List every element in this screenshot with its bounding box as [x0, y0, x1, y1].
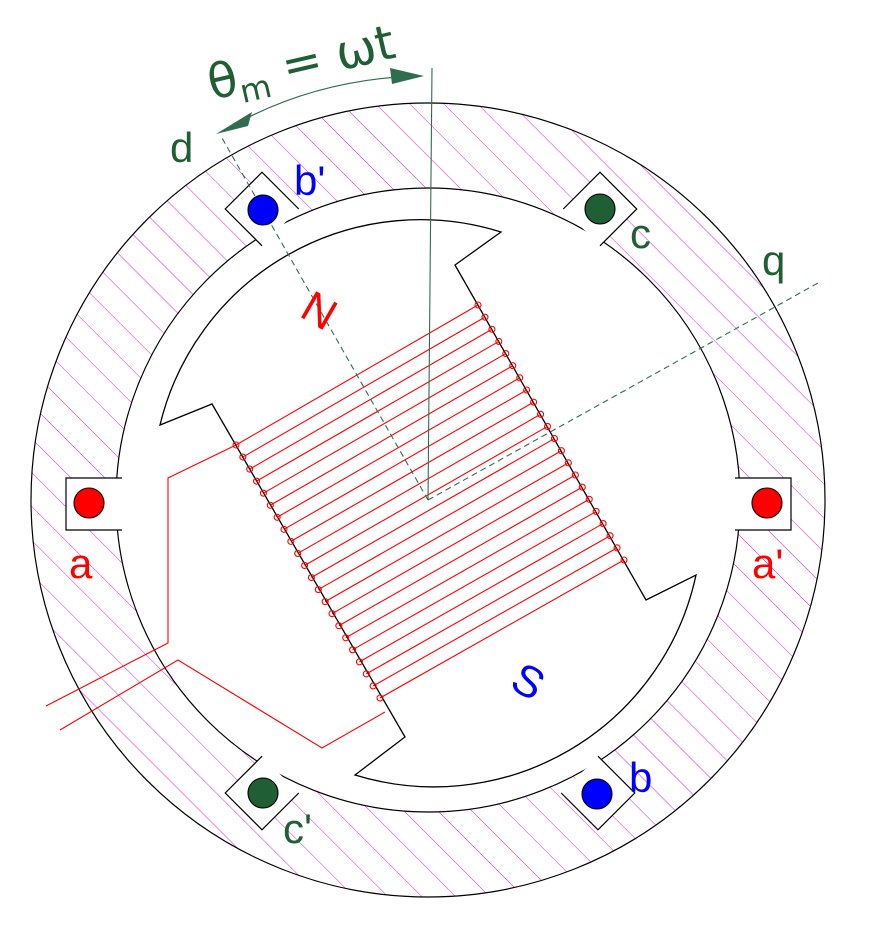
- winding-turn: [263, 353, 507, 494]
- conductor-b: [581, 778, 613, 810]
- winding-turn: [283, 389, 527, 530]
- winding-end-right: [509, 362, 517, 370]
- winding-turn: [242, 316, 486, 458]
- winding-end-right: [474, 301, 482, 309]
- winding-end-right: [606, 532, 614, 540]
- winding-turn: [311, 438, 555, 579]
- winding-end-right: [599, 520, 607, 528]
- winding-turn: [372, 547, 618, 687]
- winding-end-right: [481, 313, 489, 321]
- winding-end-right: [488, 325, 496, 333]
- winding-end-right: [571, 471, 579, 479]
- q-axis-line: [427, 282, 819, 501]
- winding-end-right: [564, 459, 572, 467]
- winding-end-left: [376, 694, 384, 702]
- winding-end-right: [495, 337, 503, 345]
- winding-turn: [359, 523, 604, 663]
- winding-end-left: [239, 453, 247, 461]
- winding-turn: [331, 474, 576, 615]
- winding-end-right: [543, 422, 552, 430]
- winding-end-left: [287, 537, 295, 545]
- winding-end-left: [342, 634, 350, 642]
- label-a: a: [69, 540, 93, 587]
- winding-end-left: [362, 670, 370, 678]
- axes: [221, 67, 819, 501]
- winding-turn: [318, 450, 562, 591]
- winding-end-right: [550, 435, 559, 443]
- winding-turn: [338, 486, 583, 627]
- conductor-c: [584, 193, 616, 225]
- winding-turn: [379, 559, 625, 699]
- arrowhead-right: [390, 68, 424, 84]
- winding-end-right: [592, 507, 600, 515]
- field-leads: [45, 444, 386, 749]
- winding-end-right: [523, 386, 531, 394]
- rotor-body: [159, 219, 697, 788]
- winding-end-left: [335, 622, 343, 630]
- winding-end-right: [537, 410, 545, 418]
- winding-end-right: [530, 398, 538, 406]
- label-b-prime: b': [294, 157, 325, 204]
- winding-end-right: [557, 447, 565, 455]
- winding-end-left: [259, 489, 267, 497]
- field-winding: [232, 301, 628, 702]
- winding-end-left: [253, 477, 261, 485]
- winding-end-left: [301, 561, 309, 570]
- conductors: [73, 193, 783, 810]
- winding-end-right: [578, 483, 586, 491]
- q-axis-label: q: [762, 237, 785, 284]
- winding-end-left: [321, 598, 329, 606]
- conductor-a: [73, 487, 105, 519]
- winding-turn: [297, 413, 541, 554]
- winding-end-left: [307, 573, 315, 582]
- winding-end-left: [232, 441, 240, 449]
- d-axis-label: d: [170, 124, 193, 171]
- conductor-c-prime: [247, 777, 279, 809]
- winding-end-left: [369, 682, 377, 690]
- winding-end-left: [349, 646, 357, 654]
- theta-arc: [216, 68, 424, 134]
- label-c: c: [630, 210, 651, 257]
- winding-end-left: [246, 465, 254, 473]
- conductor-a-prime: [751, 487, 783, 519]
- winding-end-right: [516, 374, 524, 382]
- winding-end-left: [355, 658, 363, 666]
- winding-end-right: [502, 350, 510, 358]
- label-c-prime: c': [283, 805, 312, 852]
- vertical-reference-line: [427, 67, 433, 501]
- winding-turn: [345, 498, 590, 639]
- winding-end-right: [620, 556, 628, 564]
- winding-turn: [324, 462, 569, 603]
- winding-end-left: [280, 525, 288, 533]
- winding-end-left: [273, 513, 281, 521]
- winding-end-right: [613, 544, 621, 552]
- winding-end-left: [314, 586, 322, 594]
- arrowhead-left: [216, 112, 252, 134]
- winding-end-right: [585, 495, 593, 503]
- winding-end-left: [328, 610, 336, 618]
- winding-turn: [352, 510, 597, 651]
- label-a-prime: a': [752, 540, 783, 587]
- winding-turn: [366, 535, 611, 675]
- winding-end-left: [266, 501, 274, 509]
- winding-end-left: [294, 549, 302, 557]
- conductor-b-prime: [247, 194, 279, 226]
- stator-outer-edge: [30, 102, 826, 898]
- label-b: b: [629, 754, 652, 801]
